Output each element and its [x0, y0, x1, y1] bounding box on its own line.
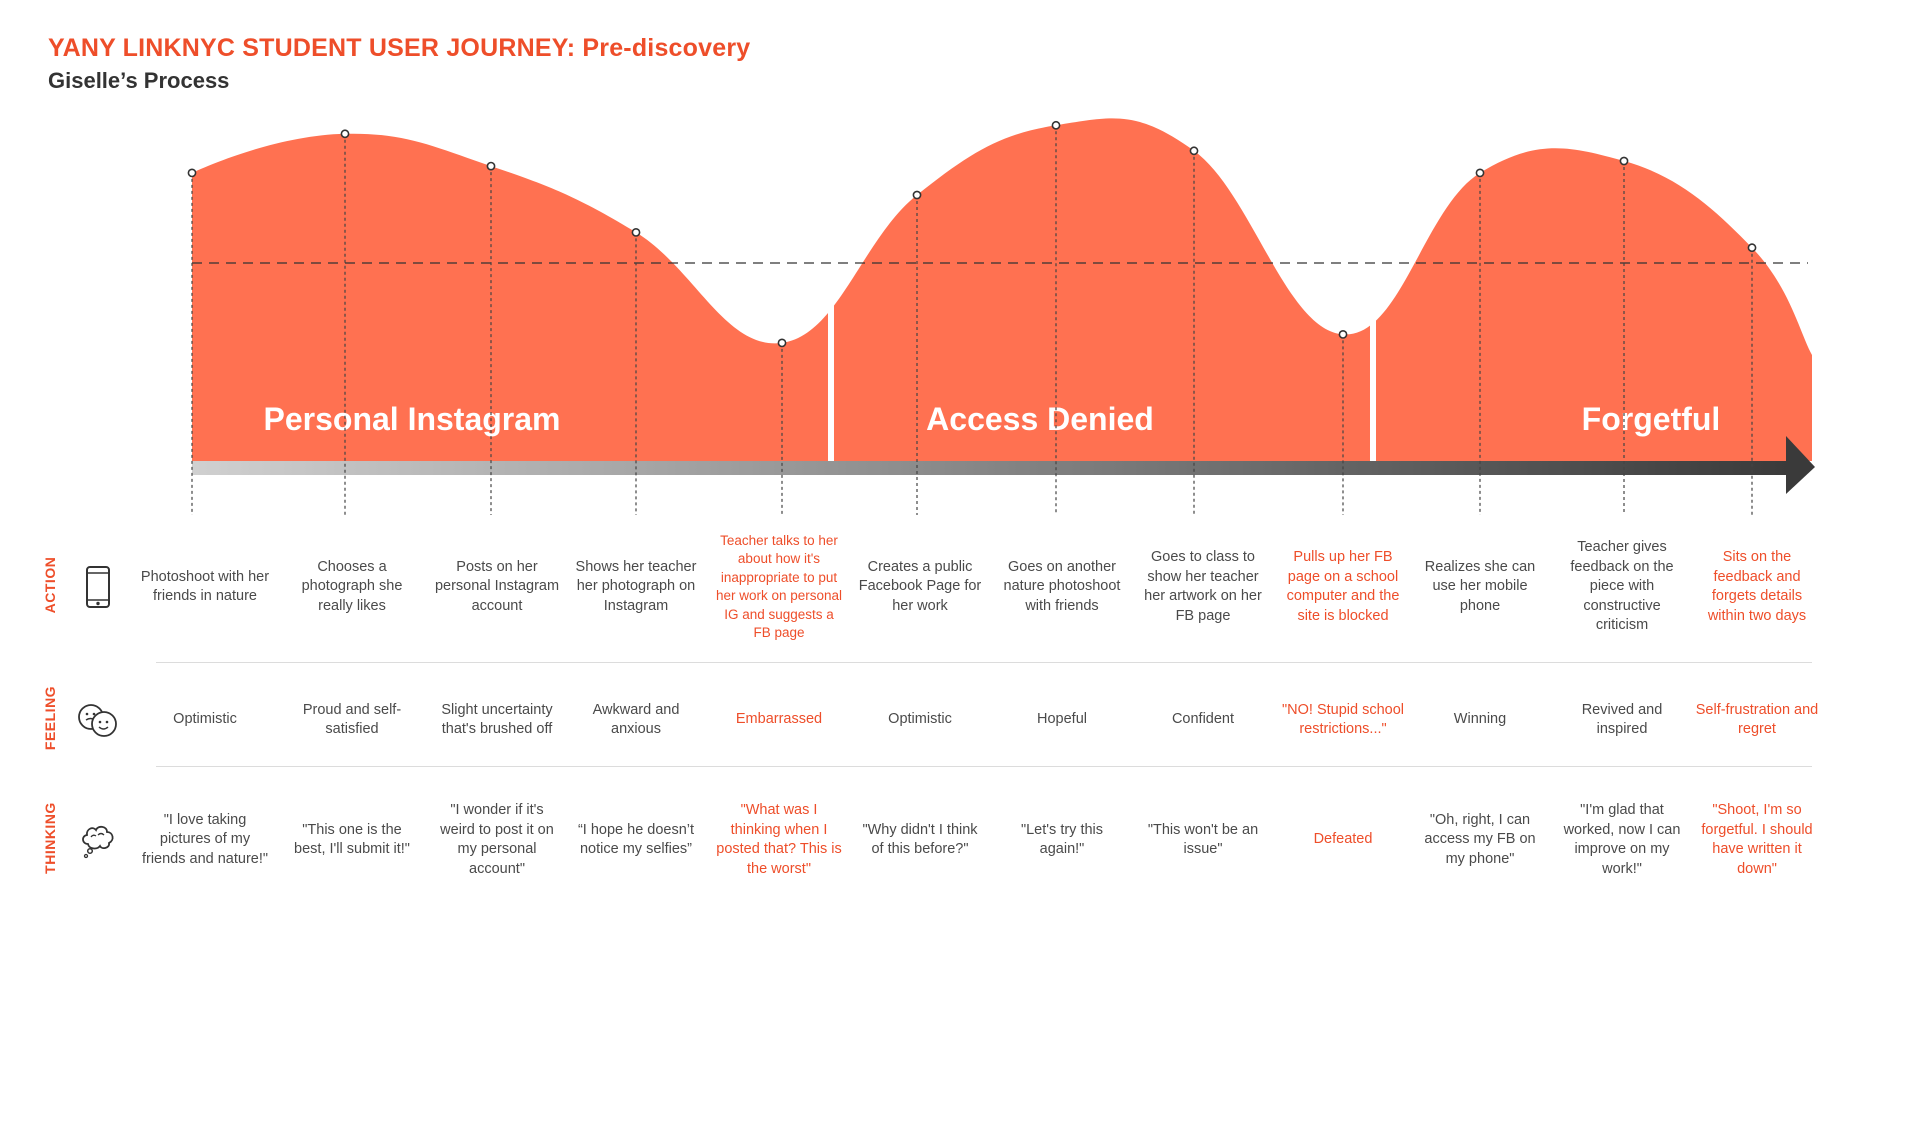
- action-cell: Shows her teacher her photograph on Inst…: [575, 558, 697, 614]
- action-cell: Goes on another nature photoshoot with f…: [1003, 558, 1121, 614]
- action-cell: Creates a public Facebook Page for her w…: [858, 558, 982, 614]
- phase-gap: [1370, 60, 1376, 462]
- action-cell: Chooses a photograph she really likes: [301, 558, 403, 614]
- phase-separators: [828, 60, 1376, 462]
- step-points: [187, 120, 1757, 348]
- step-point: [912, 190, 922, 200]
- thinking-cell: "Let's try this again!": [1020, 821, 1104, 858]
- action-cell: Teacher gives feedback on the piece with…: [1570, 539, 1674, 633]
- thinking-cell: Defeated: [1313, 831, 1373, 847]
- action-cell: Sits on the feedback and forgets details…: [1707, 549, 1807, 624]
- thinking-cell: "Oh, right, I can access my FB on my pho…: [1424, 811, 1536, 867]
- thinking-cell: "Why didn't I think of this before?": [862, 821, 978, 858]
- thinking-cell: "This one is the best, I'll submit it!": [294, 821, 410, 858]
- step-point: [1189, 146, 1199, 156]
- thinking-cell: "I wonder if it's weird to post it on my…: [440, 802, 554, 877]
- step-guide-lines: [191, 125, 1753, 515]
- timeline-arrow-shaft: [192, 461, 1790, 475]
- action-cell: Teacher talks to her about how it's inap…: [715, 532, 843, 641]
- thinking-cell: "I love taking pictures of my friends an…: [141, 811, 269, 867]
- step-point: [1475, 168, 1485, 178]
- action-cell: Posts on her personal Instagram account: [434, 558, 560, 614]
- feeling-cell: Revived and inspired: [1581, 701, 1663, 738]
- row-label-action: ACTION: [42, 556, 58, 614]
- action-cell: Pulls up her FB page on a school compute…: [1286, 549, 1400, 624]
- row-separator: [156, 662, 1812, 663]
- action-cell: Goes to class to show her teacher her ar…: [1144, 549, 1262, 624]
- timeline-arrow: [192, 436, 1815, 494]
- step-point: [486, 161, 496, 171]
- phase-label: Forgetful: [1582, 401, 1721, 437]
- feeling-cell: Confident: [1171, 711, 1235, 727]
- action-cell: Photoshoot with her friends in nature: [140, 568, 270, 605]
- feeling-cell: Self-frustration and regret: [1695, 701, 1819, 738]
- emotion-curve-area: [192, 118, 1812, 462]
- step-point: [1338, 329, 1348, 339]
- step-point: [1051, 120, 1061, 130]
- step-point: [777, 338, 787, 348]
- step-point: [187, 168, 197, 178]
- phase-label: Access Denied: [926, 401, 1154, 437]
- smartphone-icon: [85, 565, 111, 614]
- timeline-arrow-head: [1786, 436, 1815, 494]
- thinking-cell: "I'm glad that worked, now I can improve…: [1563, 802, 1681, 877]
- feeling-cell: Embarrassed: [735, 711, 823, 727]
- feeling-cell: Optimistic: [888, 711, 952, 727]
- thinking-cell: "What was I thinking when I posted that?…: [716, 802, 842, 877]
- feeling-cell: Slight uncertainty that's brushed off: [441, 701, 553, 738]
- phase-labels: Personal Instagram Access Denied Forgetful: [264, 401, 1721, 437]
- smiley-faces-icon: [76, 702, 120, 743]
- row-separator: [156, 766, 1812, 767]
- step-point: [1619, 156, 1629, 166]
- row-label-feeling: FEELING: [42, 685, 58, 751]
- feeling-cell: Hopeful: [1037, 711, 1087, 727]
- step-point: [1747, 243, 1757, 253]
- page-title: YANY LINKNYC STUDENT USER JOURNEY: Pre-d…: [48, 34, 751, 62]
- feeling-cell: Awkward and anxious: [592, 701, 680, 738]
- feeling-cell: "NO! Stupid school restrictions...": [1281, 701, 1404, 738]
- thinking-cell: "Shoot, I'm so forgetful. I should have …: [1701, 802, 1813, 877]
- action-cell: Realizes she can use her mobile phone: [1424, 558, 1536, 614]
- feeling-cell: Proud and self-satisfied: [302, 701, 402, 738]
- page-subtitle: Giselle’s Process: [48, 68, 230, 93]
- phase-gap: [828, 60, 834, 462]
- row-label-thinking: THINKING: [42, 802, 58, 874]
- step-point: [340, 129, 350, 139]
- feeling-cell: Winning: [1453, 711, 1507, 727]
- thinking-cell: “I hope he doesn’t notice my selfies”: [577, 821, 695, 858]
- phase-label: Personal Instagram: [264, 401, 561, 437]
- feeling-cell: Optimistic: [173, 711, 237, 727]
- step-point: [631, 227, 641, 237]
- thinking-cell: "This won't be an issue": [1147, 821, 1259, 858]
- thought-cloud-icon: [78, 820, 118, 865]
